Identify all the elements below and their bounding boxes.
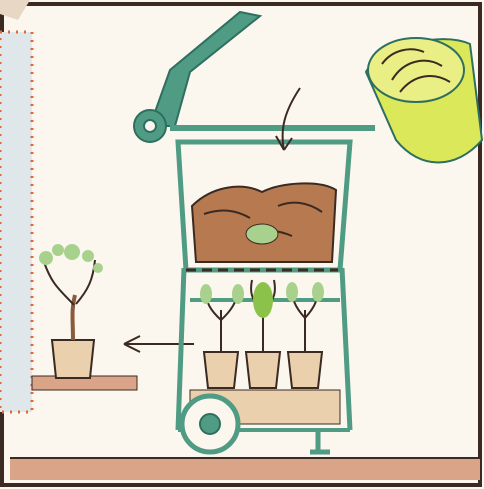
bin-wheel [182, 396, 238, 452]
floor-strip [10, 458, 480, 480]
compost-pile [192, 183, 336, 262]
dotted-panel [0, 32, 32, 412]
